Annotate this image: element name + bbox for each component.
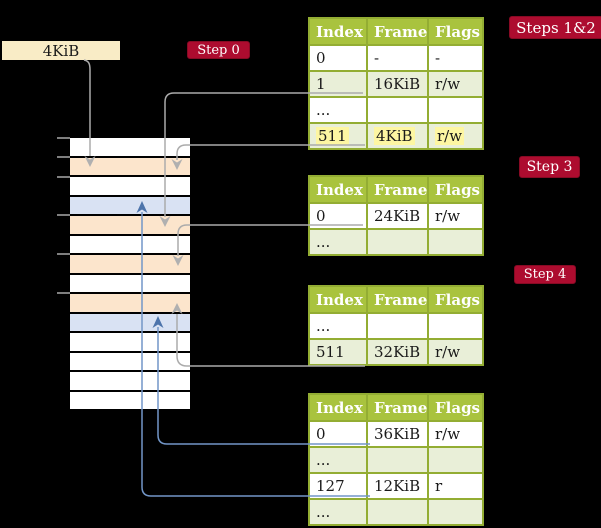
memory-row-white — [70, 177, 190, 195]
table-cell: 0 — [308, 420, 368, 448]
table-cell: 127 — [308, 472, 368, 500]
table-cell: 511 — [308, 122, 368, 150]
memory-row-white — [70, 235, 190, 253]
table-cell: 0 — [308, 202, 368, 230]
column-header: Index — [308, 393, 368, 422]
memory-row-peach — [70, 157, 190, 175]
highlighted-value: 511 — [316, 127, 349, 145]
column-header: Flags — [427, 393, 484, 422]
address-tick — [57, 292, 70, 294]
memory-column — [70, 138, 190, 411]
badge-step4: Step 4 — [514, 265, 576, 284]
column-header: Frame — [366, 175, 429, 204]
column-header: Index — [308, 175, 368, 204]
table-cell: 4KiB — [366, 122, 429, 150]
memory-row-white — [70, 352, 190, 370]
table-row: ... — [308, 312, 484, 340]
memory-row-peach — [70, 294, 190, 312]
table-row: 511 4KiB r/w — [308, 122, 484, 150]
table-cell: - — [366, 44, 429, 72]
table-cell: ... — [308, 498, 368, 526]
table-cell: ... — [308, 446, 368, 474]
table-cell — [366, 498, 429, 526]
table-cell: 0 — [308, 44, 368, 72]
column-header: Flags — [427, 17, 484, 46]
table-cell: 12KiB — [366, 472, 429, 500]
table-cell: 511 — [308, 338, 368, 366]
table-cell — [366, 96, 429, 124]
table-cell: ... — [308, 228, 368, 256]
table-cell — [427, 228, 484, 256]
table-row: ... — [308, 498, 484, 526]
address-tick — [57, 176, 70, 178]
highlighted-value: r/w — [435, 127, 465, 145]
memory-row-peach — [70, 255, 190, 273]
memory-row-white — [70, 138, 190, 156]
table-cell: 1 — [308, 70, 368, 98]
table-cell: r/w — [427, 338, 484, 366]
table-cell — [427, 96, 484, 124]
frame-box-4kib: 4KiB — [2, 41, 120, 60]
address-tick — [57, 156, 70, 158]
table-cell: 36KiB — [366, 420, 429, 448]
column-header: Flags — [427, 175, 484, 204]
address-tick — [57, 137, 70, 139]
memory-row-peach — [70, 216, 190, 234]
table-cell: 24KiB — [366, 202, 429, 230]
table-cell: r/w — [427, 70, 484, 98]
table-row: ... — [308, 446, 484, 474]
memory-row-white — [70, 391, 190, 409]
table-cell — [427, 312, 484, 340]
table-cell — [366, 312, 429, 340]
table-row: 0-- — [308, 44, 484, 72]
table-cell: r/w — [427, 202, 484, 230]
table-cell: r/w — [427, 122, 484, 150]
column-header: Flags — [427, 285, 484, 314]
memory-row-white — [70, 372, 190, 390]
table-cell: ... — [308, 96, 368, 124]
table-cell: - — [427, 44, 484, 72]
column-header: Frame — [366, 17, 429, 46]
badge-step0: Step 0 — [187, 41, 250, 59]
table-cell — [427, 498, 484, 526]
table-cell — [366, 446, 429, 474]
memory-row-blue — [70, 196, 190, 214]
column-header: Frame — [366, 285, 429, 314]
table-cell: r/w — [427, 420, 484, 448]
highlighted-value: 4KiB — [374, 127, 415, 145]
memory-row-blue — [70, 313, 190, 331]
column-header: Index — [308, 285, 368, 314]
table-cell — [427, 446, 484, 474]
table-row: ... — [308, 228, 484, 256]
badge-step3: Step 3 — [519, 156, 580, 178]
column-header: Index — [308, 17, 368, 46]
address-tick — [57, 253, 70, 255]
table-cell: r — [427, 472, 484, 500]
badge-steps-1-2: Steps 1&2 — [509, 16, 601, 39]
memory-row-white — [70, 274, 190, 292]
table-cell: 32KiB — [366, 338, 429, 366]
table-cell: ... — [308, 312, 368, 340]
table-cell: 16KiB — [366, 70, 429, 98]
address-tick — [57, 214, 70, 216]
memory-row-white — [70, 333, 190, 351]
table-cell — [366, 228, 429, 256]
column-header: Frame — [366, 393, 429, 422]
table-row: ... — [308, 96, 484, 124]
